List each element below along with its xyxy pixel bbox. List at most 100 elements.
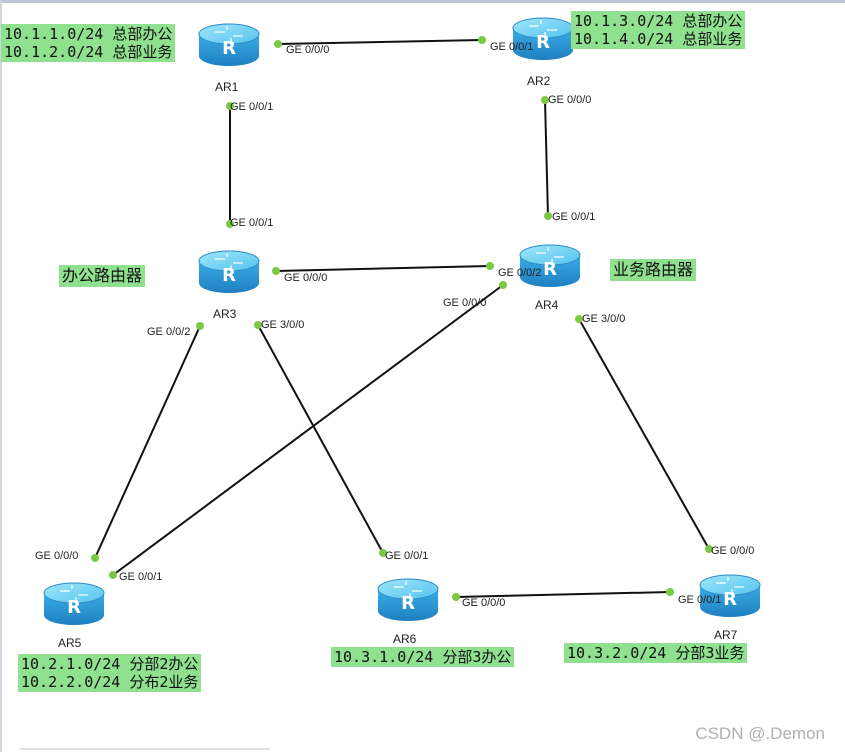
router-arrows-icon <box>716 577 744 593</box>
link-ar4-ar7 <box>578 318 710 550</box>
port-label-ar1-ge000: GE 0/0/0 <box>286 44 330 56</box>
port-dot-ar3-ge002[interactable] <box>196 322 204 330</box>
port-dot-ar4-ge001[interactable] <box>544 212 552 220</box>
link-ar4-ar5 <box>112 284 504 576</box>
port-label-ar4-ge002: GE 0/0/2 <box>498 267 542 279</box>
link-ar3-ar6 <box>257 324 384 554</box>
port-dot-ar3-ge300[interactable] <box>254 321 262 329</box>
port-dot-ar2-ge001[interactable] <box>478 36 486 44</box>
port-dot-ar3-ge001[interactable] <box>226 220 234 228</box>
port-dot-ar7-ge001[interactable] <box>666 588 674 596</box>
router-arrows-icon <box>215 253 243 269</box>
router-letter-ar1: R <box>222 38 236 59</box>
router-arrows-icon <box>536 247 564 263</box>
router-name-ar1: AR1 <box>215 80 239 94</box>
link-ar3-ar4 <box>275 265 491 272</box>
port-dot-ar7-ge000[interactable] <box>705 545 713 553</box>
port-dot-ar4-ge000[interactable] <box>499 281 507 289</box>
router-ar7[interactable]: R <box>699 574 761 617</box>
port-label-ar3-ge002: GE 0/0/2 <box>147 326 191 338</box>
port-label-ar6-ge001: GE 0/0/1 <box>385 550 429 562</box>
router-ar1[interactable]: R <box>198 23 260 66</box>
port-label-ar1-ge001: GE 0/0/1 <box>230 101 274 113</box>
network-label-ar5-line1: 10.2.1.0/24 分部2办公 <box>21 655 199 673</box>
port-dot-ar5-ge000[interactable] <box>91 554 99 562</box>
routers-layer: R R R R R R R <box>43 17 761 625</box>
network-label-ar2-line2: 10.1.4.0/24 总部业务 <box>574 30 743 48</box>
router-arrows-icon <box>394 581 422 597</box>
port-label-ar7-ge001: GE 0/0/1 <box>678 594 722 606</box>
network-label-ar6: 10.3.1.0/24 分部3办公 <box>331 647 515 667</box>
router-top-ar1 <box>198 23 260 45</box>
port-label-ar5-ge000: GE 0/0/0 <box>35 550 79 562</box>
router-ar3[interactable]: R <box>198 250 260 293</box>
port-label-ar7-ge000: GE 0/0/0 <box>711 545 755 557</box>
port-dot-ar4-ge002[interactable] <box>486 262 494 270</box>
router-name-ar7: AR7 <box>714 628 738 642</box>
network-label-ar7: 10.3.2.0/24 分部3业务 <box>564 643 748 663</box>
router-letter-ar3: R <box>222 265 236 286</box>
port-label-ar2-ge000: GE 0/0/0 <box>548 94 592 106</box>
router-arrows-icon <box>215 26 243 42</box>
router-name-ar5: AR5 <box>58 636 82 650</box>
router-arrows-icon <box>60 585 88 601</box>
router-top-ar7 <box>699 574 761 596</box>
router-top-ar4 <box>519 244 581 266</box>
role-label-office-router: 办公路由器 <box>59 265 146 287</box>
network-label-ar1-line1: 10.1.1.0/24 总部办公 <box>4 25 173 43</box>
network-label-ar5-line2: 10.2.2.0/24 分布2业务 <box>21 673 199 691</box>
router-letter-ar7: R <box>723 589 737 610</box>
port-dot-ar6-ge000[interactable] <box>452 593 460 601</box>
router-letter-ar5: R <box>67 597 81 618</box>
port-label-ar4-ge000: GE 0/0/0 <box>443 297 487 309</box>
link-ar1-ar2 <box>277 39 483 45</box>
router-ar5[interactable]: R <box>43 582 105 625</box>
port-dot-ar1-ge000[interactable] <box>274 40 282 48</box>
port-dot-ar3-ge000[interactable] <box>272 267 280 275</box>
port-label-ar4-ge300: GE 3/0/0 <box>582 313 626 325</box>
port-dot-ar4-ge300[interactable] <box>575 315 583 323</box>
router-ar4[interactable]: R <box>519 244 581 287</box>
router-letter-ar6: R <box>401 593 415 614</box>
router-name-ar2: AR2 <box>527 74 551 88</box>
router-top-ar3 <box>198 250 260 272</box>
link-ar6-ar7 <box>455 591 671 598</box>
router-arrows-icon <box>529 20 557 36</box>
port-dot-ar2-ge000[interactable] <box>541 96 549 104</box>
router-name-ar6: AR6 <box>393 632 417 646</box>
router-top-ar6 <box>377 578 439 600</box>
network-label-ar2-line1: 10.1.3.0/24 总部办公 <box>574 12 743 30</box>
window-top-border <box>0 0 845 3</box>
port-label-ar4-ge001: GE 0/0/1 <box>552 211 596 223</box>
link-ar3-ar5 <box>94 325 201 559</box>
window-bottom-border <box>20 748 270 750</box>
port-label-ar5-ge001: GE 0/0/1 <box>119 571 163 583</box>
router-ar2[interactable]: R <box>512 17 574 60</box>
network-label-ar1-line2: 10.1.2.0/24 总部业务 <box>4 43 173 61</box>
router-letter-ar2: R <box>536 32 550 53</box>
port-dot-ar6-ge001[interactable] <box>379 549 387 557</box>
network-label-ar6-line1: 10.3.1.0/24 分部3办公 <box>334 648 512 666</box>
port-label-ar6-ge000: GE 0/0/0 <box>462 597 506 609</box>
network-label-ar7-line1: 10.3.2.0/24 分部3业务 <box>567 644 745 662</box>
router-name-ar4: AR4 <box>535 298 559 312</box>
link-ar2-ar4 <box>544 99 549 217</box>
port-label-ar3-ge001: GE 0/0/1 <box>230 217 274 229</box>
router-ar6[interactable]: R <box>377 578 439 621</box>
window-left-border <box>0 0 2 752</box>
port-dot-ar5-ge001[interactable] <box>109 571 117 579</box>
port-label-ar3-ge300: GE 3/0/0 <box>261 319 305 331</box>
router-letter-ar4: R <box>543 259 557 280</box>
watermark: CSDN @.Demon <box>695 724 825 743</box>
port-dot-ar1-ge001[interactable] <box>226 102 234 110</box>
role-label-business-router: 业务路由器 <box>610 259 697 281</box>
port-dots-layer <box>91 36 713 601</box>
router-top-ar5 <box>43 582 105 604</box>
port-label-ar2-ge001: GE 0/0/1 <box>490 41 534 53</box>
port-label-ar3-ge000: GE 0/0/0 <box>284 272 328 284</box>
router-name-ar3: AR3 <box>213 307 237 321</box>
